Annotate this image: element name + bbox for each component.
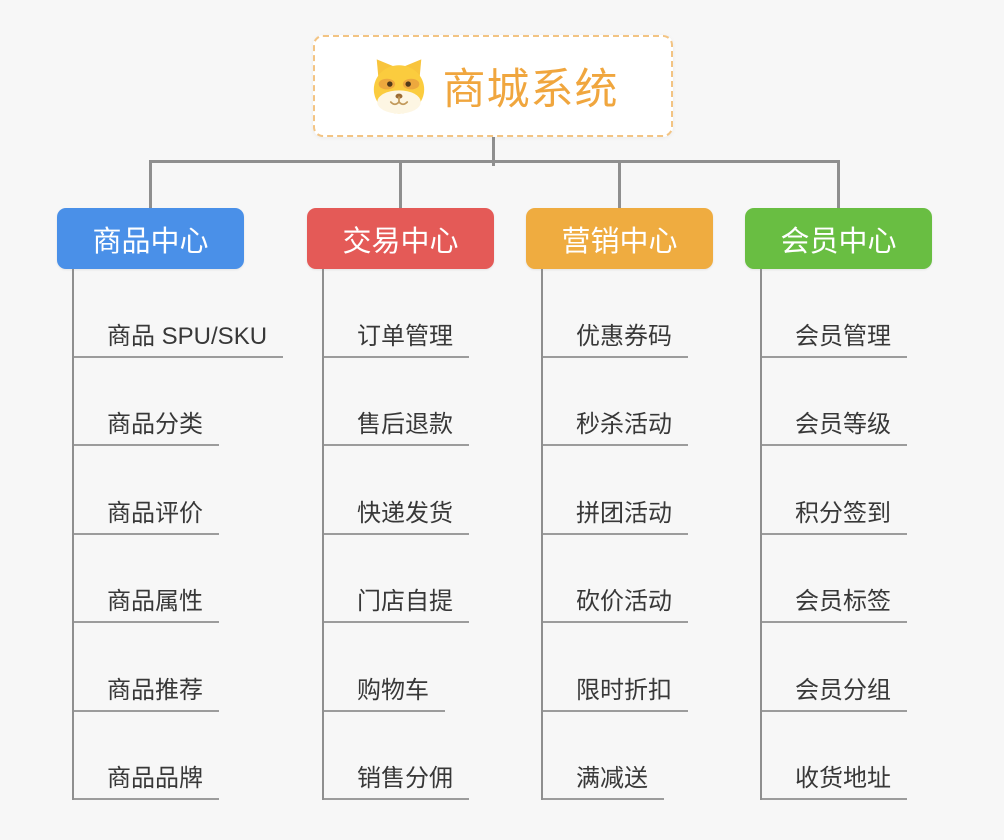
leaf-node-member-tag[interactable]: 会员标签 — [762, 535, 907, 623]
connector-root-stem — [492, 136, 495, 166]
leaf-node-product-category[interactable]: 商品分类 — [74, 358, 219, 446]
leaf-node-product-review[interactable]: 商品评价 — [74, 446, 219, 535]
leaf-node-sales-commission[interactable]: 销售分佣 — [324, 712, 469, 800]
leaf-node-shopping-cart[interactable]: 购物车 — [324, 623, 445, 712]
leaf-node-member-management[interactable]: 会员管理 — [762, 269, 907, 358]
root-title: 商城系统 — [442, 66, 619, 114]
leaf-node-product-recommend[interactable]: 商品推荐 — [74, 623, 219, 712]
branch-node-trade-center[interactable]: 交易中心 — [307, 208, 494, 269]
connector-drop-product — [149, 160, 152, 209]
leaf-node-group-buy[interactable]: 拼团活动 — [543, 446, 688, 535]
root-node[interactable]: 商城系统 — [313, 35, 673, 137]
connector-drop-marketing — [618, 160, 621, 209]
leaf-node-express-shipping[interactable]: 快递发货 — [324, 446, 469, 535]
leaf-node-store-pickup[interactable]: 门店自提 — [324, 535, 469, 623]
leaf-node-order-management[interactable]: 订单管理 — [324, 269, 469, 358]
branch-children-product-center: 商品 SPU/SKU 商品分类 商品评价 商品属性 商品推荐 商品品牌 — [72, 269, 284, 800]
leaf-node-member-group[interactable]: 会员分组 — [762, 623, 907, 712]
branch-children-trade-center: 订单管理 售后退款 快递发货 门店自提 购物车 销售分佣 — [322, 269, 469, 800]
branch-children-marketing-center: 优惠券码 秒杀活动 拼团活动 砍价活动 限时折扣 满减送 — [541, 269, 688, 800]
leaf-node-full-reduction[interactable]: 满减送 — [543, 712, 664, 800]
leaf-node-shipping-address[interactable]: 收货地址 — [762, 712, 907, 800]
leaf-node-member-level[interactable]: 会员等级 — [762, 358, 907, 446]
leaf-node-aftersale-refund[interactable]: 售后退款 — [324, 358, 469, 446]
branch-node-member-center[interactable]: 会员中心 — [745, 208, 932, 269]
branch-node-product-center[interactable]: 商品中心 — [57, 208, 244, 269]
leaf-node-coupon-code[interactable]: 优惠券码 — [543, 269, 688, 358]
shiba-dog-icon — [368, 58, 430, 115]
branch-node-marketing-center[interactable]: 营销中心 — [526, 208, 713, 269]
leaf-node-product-brand[interactable]: 商品品牌 — [74, 712, 219, 800]
branch-children-member-center: 会员管理 会员等级 积分签到 会员标签 会员分组 收货地址 — [760, 269, 907, 800]
leaf-node-points-checkin[interactable]: 积分签到 — [762, 446, 907, 535]
connector-drop-member — [837, 160, 840, 209]
connector-drop-trade — [399, 160, 402, 209]
leaf-node-product-spu-sku[interactable]: 商品 SPU/SKU — [74, 269, 284, 358]
leaf-node-bargain-activity[interactable]: 砍价活动 — [543, 535, 688, 623]
leaf-node-limited-discount[interactable]: 限时折扣 — [543, 623, 688, 712]
leaf-node-product-attribute[interactable]: 商品属性 — [74, 535, 219, 623]
connector-horizontal-bar — [149, 160, 840, 163]
leaf-node-flash-sale[interactable]: 秒杀活动 — [543, 358, 688, 446]
